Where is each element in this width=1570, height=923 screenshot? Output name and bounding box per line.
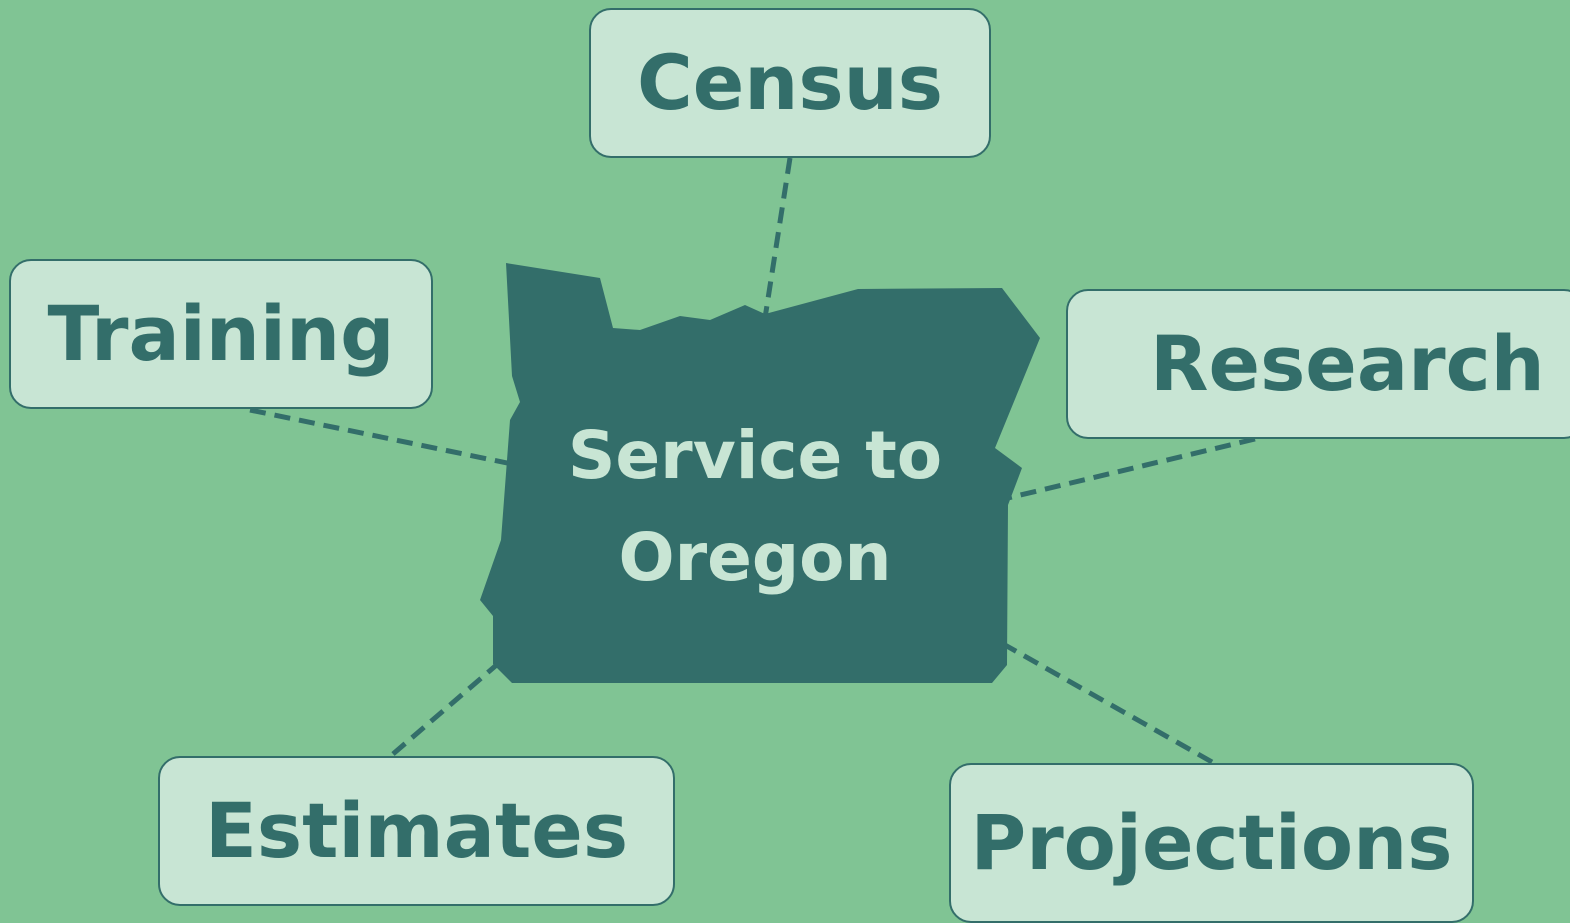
oregon-state-shape bbox=[480, 263, 1040, 683]
topic-box-training[interactable]: Training bbox=[9, 259, 433, 409]
topic-label-training: Training bbox=[47, 289, 395, 378]
topic-label-census: Census bbox=[636, 38, 943, 127]
center-title-line1: Service to bbox=[567, 417, 943, 494]
connector-projections bbox=[1003, 642, 1214, 765]
connector-estimates bbox=[391, 660, 502, 756]
topic-box-projections[interactable]: Projections bbox=[949, 763, 1474, 923]
topic-label-estimates: Estimates bbox=[204, 786, 629, 875]
topic-box-research[interactable]: Research bbox=[1066, 289, 1570, 439]
topic-box-estimates[interactable]: Estimates bbox=[158, 756, 675, 906]
connector-census bbox=[762, 157, 793, 319]
topic-box-census[interactable]: Census bbox=[589, 8, 991, 158]
connector-research bbox=[1007, 436, 1256, 501]
topic-label-projections: Projections bbox=[970, 798, 1453, 887]
topic-label-research: Research bbox=[1150, 319, 1545, 408]
center-title-line2: Oregon bbox=[618, 519, 892, 596]
center-title: Service to Oregon bbox=[520, 405, 990, 609]
connector-training bbox=[249, 407, 513, 467]
